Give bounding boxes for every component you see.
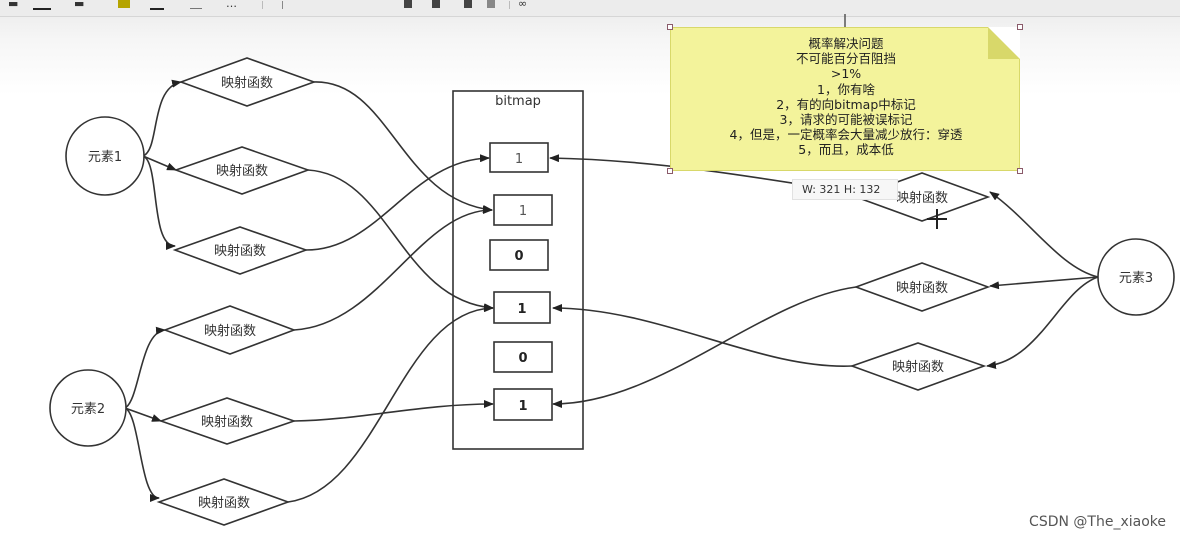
note-line: 概率解决问题: [808, 36, 884, 51]
mapping-function-node[interactable]: 映射函数: [173, 146, 311, 195]
resize-handle[interactable]: [1017, 24, 1023, 30]
watermark: CSDN @The_xiaoke: [1029, 514, 1166, 530]
align-right-icon[interactable]: [464, 0, 472, 8]
bit-cell[interactable]: 1: [489, 142, 549, 173]
function-label: 映射函数: [198, 495, 250, 511]
size-tooltip: W: 321 H: 132: [792, 179, 898, 200]
function-label: 映射函数: [214, 243, 266, 259]
mapping-function-node[interactable]: 映射函数: [853, 262, 991, 312]
bitmap-container[interactable]: [452, 90, 584, 450]
text-color-icon[interactable]: [33, 0, 51, 10]
note-line: 3，请求的可能被误标记: [779, 112, 913, 128]
function-label: 映射函数: [896, 190, 948, 206]
align-center-icon[interactable]: [432, 0, 440, 8]
note-text: 概率解决问题 不可能百分百阻挡 >1% 1，你有啥 2，有的向bitmap中标记…: [671, 36, 1021, 158]
line-color-icon[interactable]: [118, 0, 130, 8]
function-label: 映射函数: [892, 359, 944, 375]
note-line: >1%: [830, 66, 862, 82]
toolbar-separator: [509, 1, 510, 9]
bit-value: 0: [514, 249, 523, 264]
note-line: 不可能百分百阻挡: [795, 51, 896, 67]
element-label: 元素3: [1119, 271, 1153, 286]
mapping-function-node[interactable]: 映射函数: [178, 57, 317, 107]
element-node[interactable]: 元素2: [49, 369, 127, 447]
function-label: 映射函数: [216, 163, 268, 179]
note-fold-corner: [988, 27, 1020, 59]
bit-value: 1: [519, 204, 527, 219]
function-label: 映射函数: [204, 323, 256, 339]
element-label: 元素1: [88, 150, 122, 165]
bit-cell[interactable]: 1: [493, 194, 553, 226]
link-icon[interactable]: ∞: [518, 0, 528, 8]
mapping-function-node[interactable]: 映射函数: [158, 397, 297, 445]
bit-value: 1: [517, 302, 526, 317]
bit-value: 0: [518, 351, 527, 366]
mapping-function-node[interactable]: 映射函数: [156, 478, 291, 526]
toolbar-separator: [262, 1, 263, 9]
toolbar: ▬ ▬ … ∞: [0, 0, 1180, 17]
note-line: 4，但是，一定概率会大量减少放行：穿透: [729, 127, 963, 143]
mapping-function-node[interactable]: 映射函数: [172, 226, 309, 275]
function-label: 映射函数: [896, 280, 948, 296]
line-style-icon[interactable]: [150, 0, 164, 10]
align-left-icon[interactable]: [404, 0, 412, 8]
bit-cell[interactable]: 1: [493, 291, 551, 324]
function-label: 映射函数: [201, 414, 253, 430]
bitmap-label: bitmap: [495, 94, 541, 109]
bold-underline-icon[interactable]: ▬: [8, 0, 18, 8]
bit-cell[interactable]: 0: [489, 239, 549, 271]
mapping-function-node[interactable]: 映射函数: [162, 305, 297, 355]
element-node[interactable]: 元素1: [65, 116, 145, 196]
bit-value: 1: [515, 152, 523, 167]
note-line: 5，而且，成本低: [798, 142, 894, 158]
sticky-note[interactable]: 概率解决问题 不可能百分百阻挡 >1% 1，你有啥 2，有的向bitmap中标记…: [670, 27, 1020, 171]
shape-icon[interactable]: [487, 0, 495, 8]
mapping-function-node[interactable]: 映射函数: [849, 342, 987, 391]
function-label: 映射函数: [221, 75, 273, 91]
more-icon[interactable]: …: [226, 0, 237, 8]
element-to-function-connectors: [124, 79, 1099, 502]
crosshair-cursor-icon: [927, 209, 947, 229]
resize-handle[interactable]: [667, 24, 673, 30]
fill-color-icon[interactable]: ▬: [74, 0, 84, 8]
line-width-icon[interactable]: [190, 0, 202, 9]
bit-cell[interactable]: 0: [493, 341, 553, 373]
note-line: 2，有的向bitmap中标记: [776, 96, 916, 112]
toolbar-separator: [282, 1, 283, 9]
resize-handle[interactable]: [1017, 168, 1023, 174]
bit-value: 1: [518, 399, 527, 414]
bit-cell[interactable]: 1: [493, 388, 553, 421]
element-node[interactable]: 元素3: [1097, 238, 1175, 316]
resize-handle[interactable]: [667, 168, 673, 174]
note-line: 1，你有啥: [817, 81, 875, 97]
element-label: 元素2: [71, 402, 105, 417]
